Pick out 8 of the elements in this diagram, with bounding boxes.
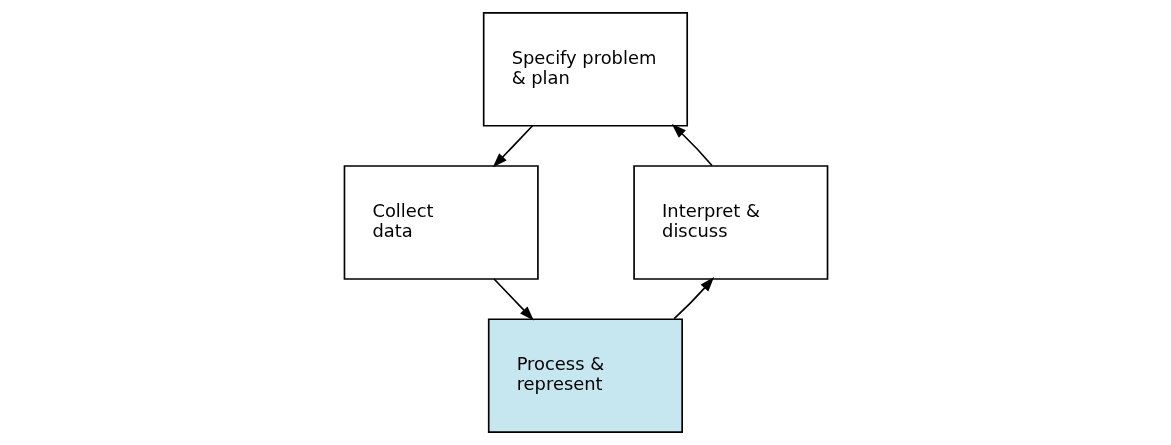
node-box: Collect data [343, 165, 539, 280]
node-box: Interpret & discuss [632, 165, 828, 280]
arrow [492, 278, 534, 321]
arrow [672, 277, 714, 320]
node-box: Specify problem & plan [482, 12, 688, 127]
arrow [671, 124, 713, 167]
node-box: Process & represent [487, 318, 683, 433]
arrow [492, 124, 533, 168]
